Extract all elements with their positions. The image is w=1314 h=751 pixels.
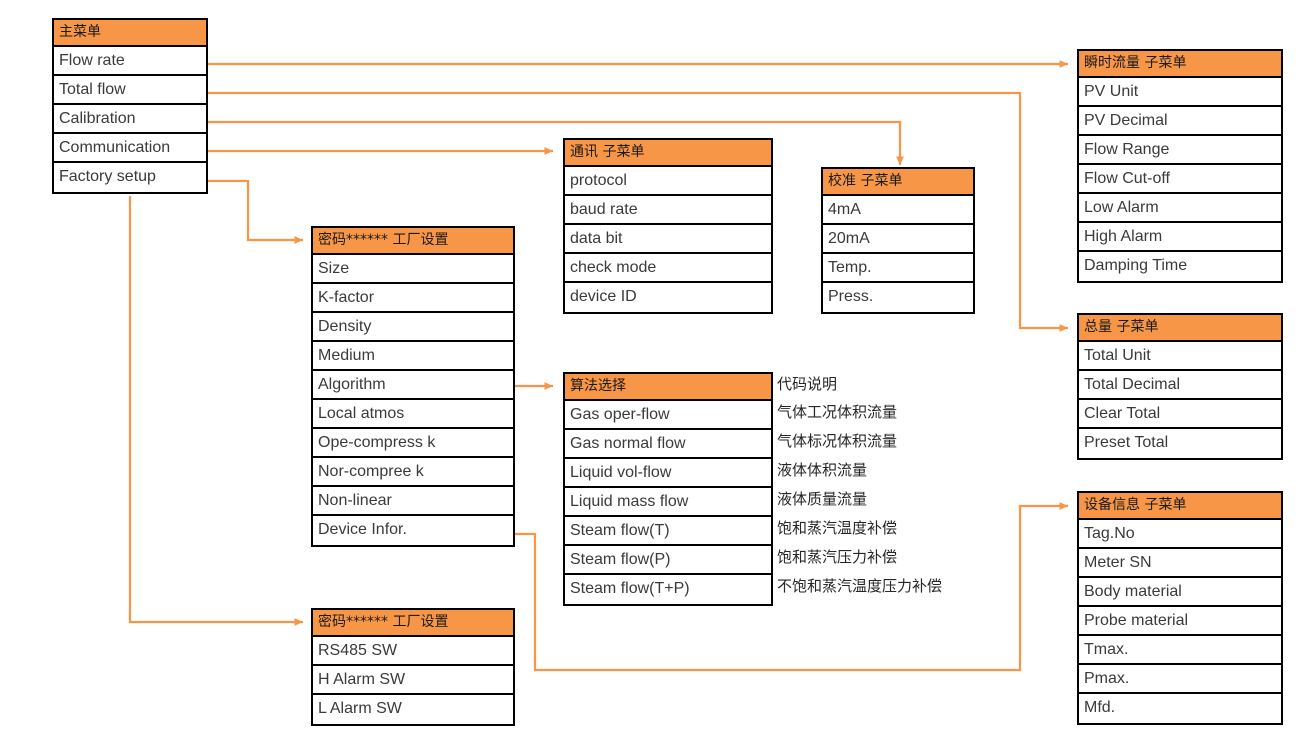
communication-item-protocol[interactable]: protocol xyxy=(565,167,771,196)
factory-setup-item-local-atmos[interactable]: Local atmos xyxy=(313,400,513,429)
calibration-item-20ma[interactable]: 20mA xyxy=(823,225,973,254)
box-communication-submenu: 通讯 子菜单 protocol baud rate data bit check… xyxy=(563,138,773,314)
device-info-item-probe-material[interactable]: Probe material xyxy=(1079,607,1281,636)
total-flow-item-clear-total[interactable]: Clear Total xyxy=(1079,400,1281,429)
box-flow-rate-submenu: 瞬时流量 子菜单 PV Unit PV Decimal Flow Range F… xyxy=(1077,49,1283,283)
factory-setup-item-non-linear[interactable]: Non-linear xyxy=(313,487,513,516)
device-info-item-tmax[interactable]: Tmax. xyxy=(1079,636,1281,665)
main-menu-item-factory-setup[interactable]: Factory setup xyxy=(54,163,206,192)
main-menu-item-communication[interactable]: Communication xyxy=(54,134,206,163)
communication-item-device-id[interactable]: device ID xyxy=(565,283,771,312)
box-total-flow-submenu: 总量 子菜单 Total Unit Total Decimal Clear To… xyxy=(1077,313,1283,460)
flow-rate-item-damping-time[interactable]: Damping Time xyxy=(1079,252,1281,281)
factory-setup-switches-header: 密码****** 工厂设置 xyxy=(313,610,513,637)
algorithm-legend-row-gas-normal-flow: 气体标况体积流量 xyxy=(777,432,898,450)
algorithm-legend-row-liquid-vol-flow: 液体体积流量 xyxy=(777,461,868,479)
flow-rate-item-pv-unit[interactable]: PV Unit xyxy=(1079,78,1281,107)
calibration-item-4ma[interactable]: 4mA xyxy=(823,196,973,225)
total-flow-submenu-header: 总量 子菜单 xyxy=(1079,315,1281,342)
factory-setup-item-medium[interactable]: Medium xyxy=(313,342,513,371)
factory-setup-header: 密码****** 工厂设置 xyxy=(313,228,513,255)
factory-setup-switches-item-rs485-sw[interactable]: RS485 SW xyxy=(313,637,513,666)
main-menu-item-calibration[interactable]: Calibration xyxy=(54,105,206,134)
total-flow-item-preset-total[interactable]: Preset Total xyxy=(1079,429,1281,458)
total-flow-item-total-decimal[interactable]: Total Decimal xyxy=(1079,371,1281,400)
algorithm-legend-row-steam-flow-p: 饱和蒸汽压力补偿 xyxy=(777,548,898,566)
box-factory-setup: 密码****** 工厂设置 Size K-factor Density Medi… xyxy=(311,226,515,547)
calibration-submenu-header: 校准 子菜单 xyxy=(823,169,973,196)
flow-rate-item-pv-decimal[interactable]: PV Decimal xyxy=(1079,107,1281,136)
factory-setup-item-density[interactable]: Density xyxy=(313,313,513,342)
device-info-item-body-material[interactable]: Body material xyxy=(1079,578,1281,607)
box-factory-setup-switches: 密码****** 工厂设置 RS485 SW H Alarm SW L Alar… xyxy=(311,608,515,726)
communication-item-baud-rate[interactable]: baud rate xyxy=(565,196,771,225)
main-menu-item-total-flow[interactable]: Total flow xyxy=(54,76,206,105)
algorithm-item-gas-oper-flow[interactable]: Gas oper-flow xyxy=(565,401,771,430)
main-menu-header: 主菜单 xyxy=(54,20,206,47)
calibration-item-temp[interactable]: Temp. xyxy=(823,254,973,283)
algorithm-legend-title: 代码说明 xyxy=(777,375,838,393)
flow-rate-item-flow-cut-off[interactable]: Flow Cut-off xyxy=(1079,165,1281,194)
communication-submenu-header: 通讯 子菜单 xyxy=(565,140,771,167)
algorithm-select-header: 算法选择 xyxy=(565,374,771,401)
flow-rate-submenu-header: 瞬时流量 子菜单 xyxy=(1079,51,1281,78)
box-calibration-submenu: 校准 子菜单 4mA 20mA Temp. Press. xyxy=(821,167,975,314)
communication-item-check-mode[interactable]: check mode xyxy=(565,254,771,283)
factory-setup-item-size[interactable]: Size xyxy=(313,255,513,284)
device-info-item-mfd[interactable]: Mfd. xyxy=(1079,694,1281,723)
flow-rate-item-flow-range[interactable]: Flow Range xyxy=(1079,136,1281,165)
factory-setup-switches-item-h-alarm-sw[interactable]: H Alarm SW xyxy=(313,666,513,695)
algorithm-legend-row-liquid-mass-flow: 液体质量流量 xyxy=(777,490,868,508)
factory-setup-switches-item-l-alarm-sw[interactable]: L Alarm SW xyxy=(313,695,513,724)
device-info-submenu-header: 设备信息 子菜单 xyxy=(1079,493,1281,520)
box-main-menu: 主菜单 Flow rate Total flow Calibration Com… xyxy=(52,18,208,194)
box-device-info-submenu: 设备信息 子菜单 Tag.No Meter SN Body material P… xyxy=(1077,491,1283,725)
link-mainmenu-to-swbox xyxy=(128,196,303,626)
communication-item-data-bit[interactable]: data bit xyxy=(565,225,771,254)
algorithm-item-steam-flow-t-p[interactable]: Steam flow(T+P) xyxy=(565,575,771,604)
main-menu-item-flow-rate[interactable]: Flow rate xyxy=(54,47,206,76)
factory-setup-item-algorithm[interactable]: Algorithm xyxy=(313,371,513,400)
factory-setup-item-device-infor[interactable]: Device Infor. xyxy=(313,516,513,545)
algorithm-legend: 代码说明 气体工况体积流量 气体标况体积流量 液体体积流量 液体质量流量 饱和蒸… xyxy=(777,372,1077,602)
algorithm-legend-row-steam-flow-t: 饱和蒸汽温度补偿 xyxy=(777,519,898,537)
factory-setup-item-k-factor[interactable]: K-factor xyxy=(313,284,513,313)
total-flow-item-total-unit[interactable]: Total Unit xyxy=(1079,342,1281,371)
algorithm-item-liquid-mass-flow[interactable]: Liquid mass flow xyxy=(565,488,771,517)
device-info-item-tag-no[interactable]: Tag.No xyxy=(1079,520,1281,549)
factory-setup-item-nor-compree-k[interactable]: Nor-compree k xyxy=(313,458,513,487)
algorithm-item-liquid-vol-flow[interactable]: Liquid vol-flow xyxy=(565,459,771,488)
algorithm-item-steam-flow-t[interactable]: Steam flow(T) xyxy=(565,517,771,546)
box-algorithm-select: 算法选择 Gas oper-flow Gas normal flow Liqui… xyxy=(563,372,773,606)
calibration-item-press[interactable]: Press. xyxy=(823,283,973,312)
flow-rate-item-high-alarm[interactable]: High Alarm xyxy=(1079,223,1281,252)
device-info-item-pmax[interactable]: Pmax. xyxy=(1079,665,1281,694)
algorithm-legend-row-steam-flow-t-p: 不饱和蒸汽温度压力补偿 xyxy=(777,577,943,595)
flow-rate-item-low-alarm[interactable]: Low Alarm xyxy=(1079,194,1281,223)
link-calibration-to-calibsub xyxy=(180,120,904,165)
algorithm-item-steam-flow-p[interactable]: Steam flow(P) xyxy=(565,546,771,575)
device-info-item-meter-sn[interactable]: Meter SN xyxy=(1079,549,1281,578)
algorithm-item-gas-normal-flow[interactable]: Gas normal flow xyxy=(565,430,771,459)
factory-setup-item-ope-compress-k[interactable]: Ope-compress k xyxy=(313,429,513,458)
algorithm-legend-row-gas-oper-flow: 气体工况体积流量 xyxy=(777,403,898,421)
